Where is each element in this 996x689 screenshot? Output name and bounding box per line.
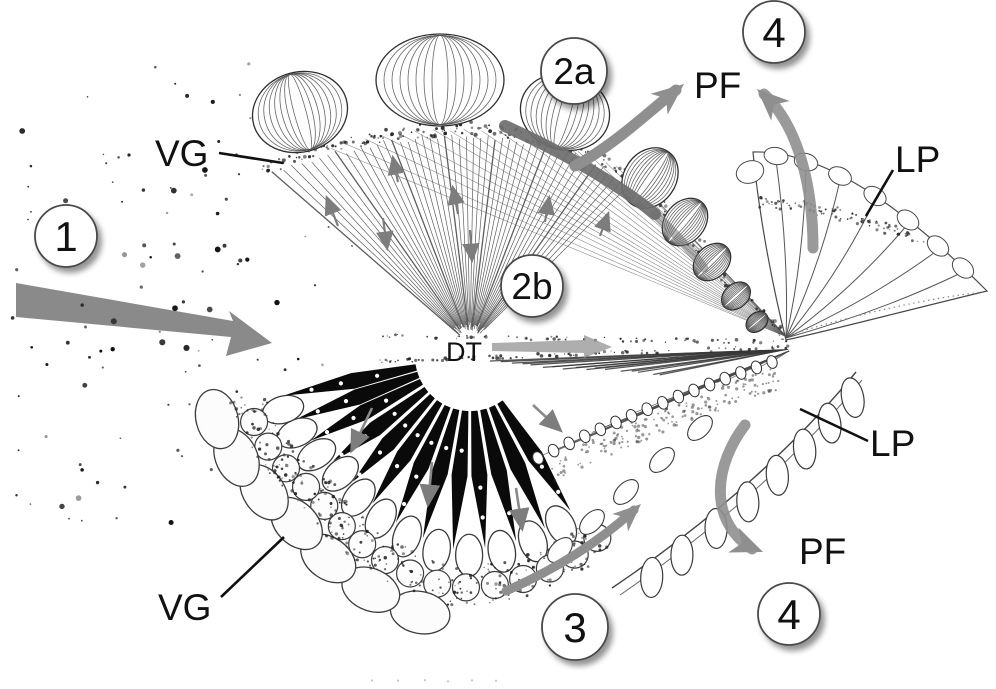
step-marker-2b: 2b — [500, 254, 564, 318]
step-number-2a: 2a — [553, 51, 595, 92]
step-circle-4-top — [742, 0, 806, 64]
label-vg-bottom: VG — [158, 587, 211, 628]
label-pf-top: PF — [694, 65, 741, 106]
step-number-4-bottom: 4 — [777, 591, 800, 638]
leader-line-lp-top — [864, 169, 895, 217]
leader-line-lp-bottom — [799, 407, 869, 443]
step-number-4-top: 4 — [762, 9, 785, 56]
step-number-2b: 2b — [511, 266, 552, 307]
step-marker-2a: 2a — [540, 37, 608, 105]
leader-line-vg-bottom — [220, 536, 285, 598]
step-circle-1 — [34, 204, 98, 268]
step-circle-2b — [500, 254, 564, 318]
step-number-3: 3 — [563, 604, 586, 651]
step-circle-3 — [541, 593, 609, 661]
label-lp-top: LP — [895, 139, 940, 180]
step-marker-1: 1 — [34, 204, 98, 268]
annotations: VG VG LP LP PF PF DT 1 2a 2b 3 4 4 — [34, 0, 940, 661]
step-number-1: 1 — [54, 213, 77, 260]
label-pf-bottom: PF — [799, 531, 846, 572]
label-dt: DT — [446, 337, 482, 367]
step-circle-2a — [540, 37, 608, 105]
step-marker-4-top: 4 — [742, 0, 806, 64]
label-vg-top: VG — [155, 133, 208, 174]
label-lp-bottom: LP — [870, 423, 915, 464]
illustration-art — [10, 33, 989, 683]
step-marker-4-bottom: 4 — [757, 582, 821, 646]
step-marker-3: 3 — [541, 593, 609, 661]
step-circle-4-bottom — [757, 582, 821, 646]
leader-line-vg-top — [218, 151, 284, 165]
